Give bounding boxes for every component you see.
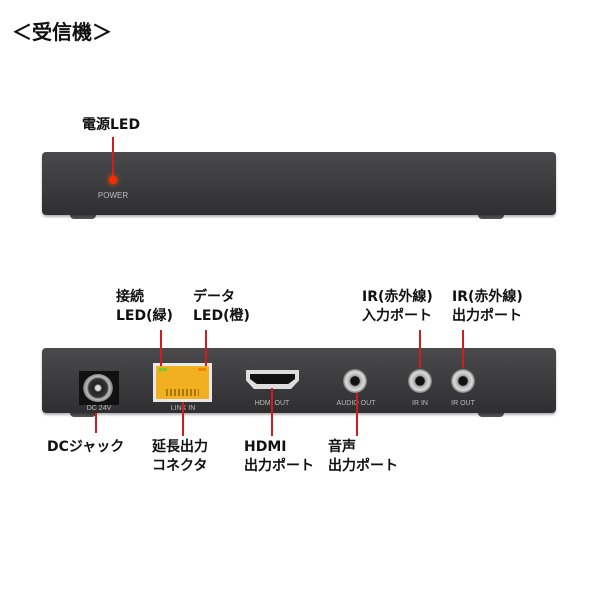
callout-line bbox=[95, 413, 97, 433]
receiver-front-panel bbox=[42, 152, 556, 215]
ir-out-jack-icon bbox=[451, 369, 475, 393]
callout-line bbox=[205, 330, 207, 366]
dc-jack bbox=[79, 371, 119, 405]
data-led bbox=[198, 368, 206, 371]
power-led-label: 電源LED bbox=[82, 117, 141, 133]
dc-jack-icon bbox=[83, 374, 113, 402]
hdmi-port-icon bbox=[246, 370, 299, 389]
callout-line bbox=[462, 330, 464, 368]
callout-line bbox=[419, 330, 421, 368]
rj45-connector bbox=[153, 363, 212, 402]
ir-out-text: IR OUT bbox=[451, 400, 475, 407]
callout-line bbox=[356, 393, 358, 436]
callout-line bbox=[160, 330, 162, 366]
page-title: ＜受信機＞ bbox=[12, 20, 112, 44]
link-connector-label: 延長出力コネクタ bbox=[152, 439, 208, 474]
receiver-rear-panel bbox=[42, 348, 556, 413]
device-foot bbox=[478, 411, 504, 417]
callout-line bbox=[112, 137, 114, 177]
ir-out-label: IR(赤外線)出力ポート bbox=[452, 289, 523, 324]
audio-jack-icon bbox=[343, 369, 367, 393]
rj45-pins bbox=[166, 389, 199, 396]
power-text: POWER bbox=[97, 191, 129, 200]
dc-jack-label: DCジャック bbox=[47, 439, 125, 455]
link-led bbox=[159, 368, 167, 371]
audio-port-label: 音声出力ポート bbox=[328, 439, 398, 474]
power-led bbox=[109, 176, 117, 184]
callout-line bbox=[271, 388, 273, 436]
device-foot bbox=[70, 411, 96, 417]
callout-line bbox=[182, 402, 184, 436]
dc-text: DC 24V bbox=[86, 405, 112, 412]
ir-in-text: IR IN bbox=[412, 400, 428, 407]
device-foot bbox=[70, 213, 96, 219]
ir-in-label: IR(赤外線)入力ポート bbox=[362, 289, 433, 324]
device-foot bbox=[478, 213, 504, 219]
rj45-port bbox=[156, 366, 209, 399]
ir-in-jack-icon bbox=[408, 369, 432, 393]
